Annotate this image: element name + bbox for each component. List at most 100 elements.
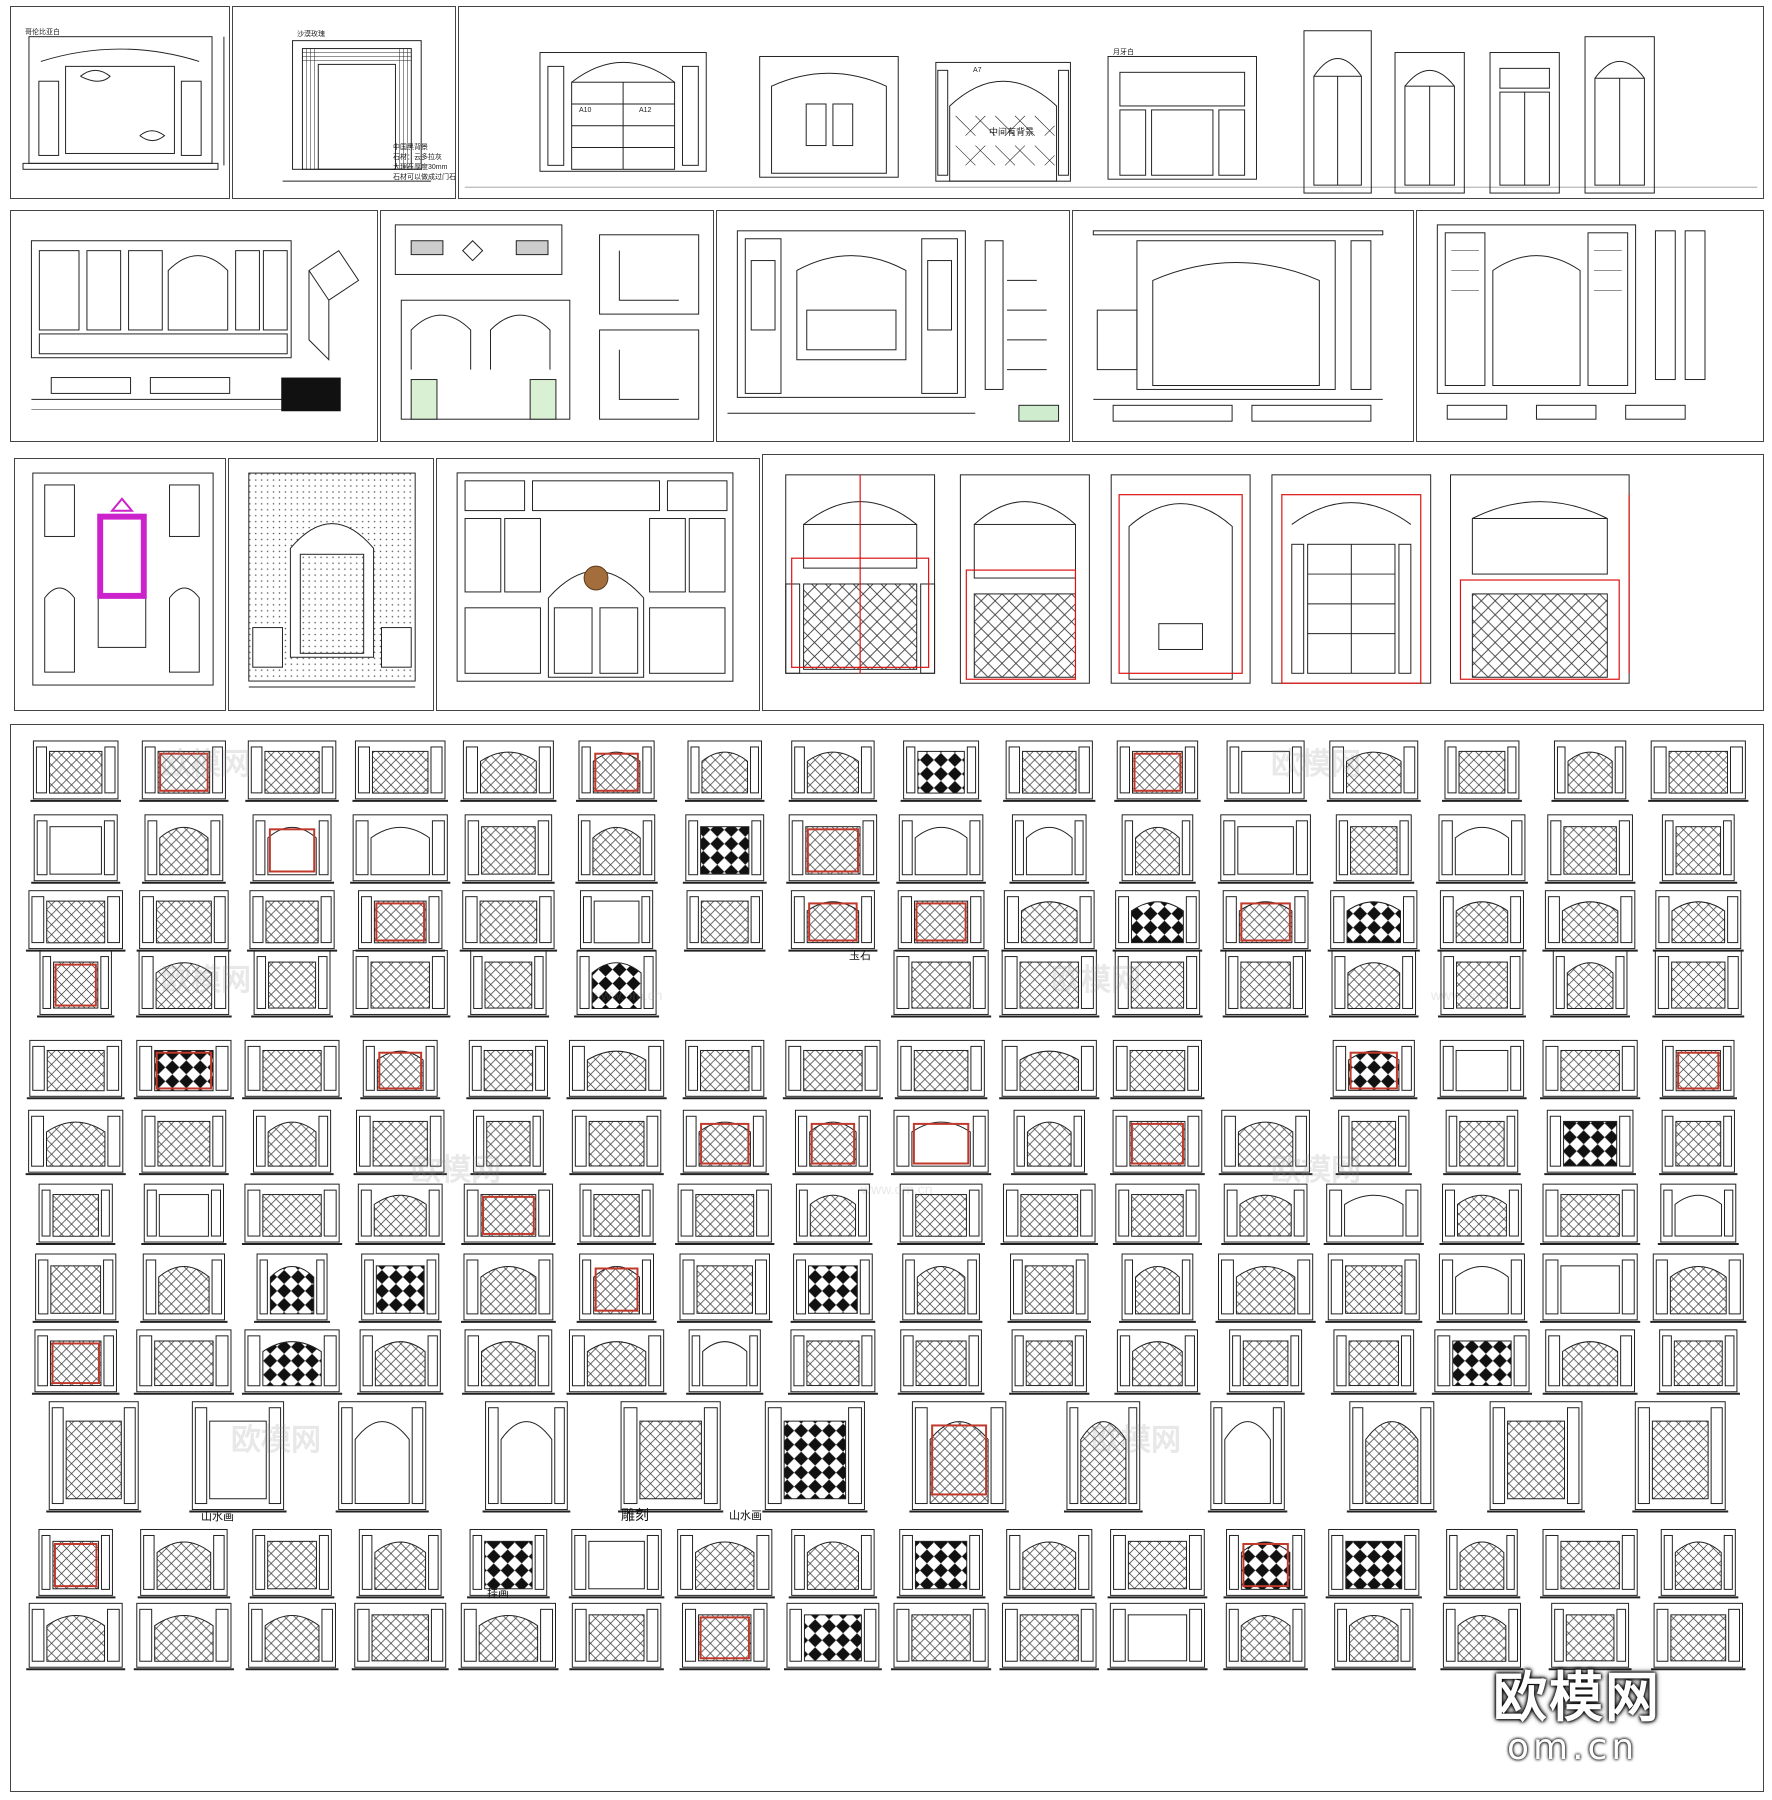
wall-thumbnail xyxy=(895,890,987,952)
wall-thumbnail xyxy=(352,740,448,802)
wall-drawing xyxy=(248,472,416,688)
grid-label: 雕刻 xyxy=(621,1508,649,1524)
wall-thumbnail xyxy=(355,890,445,952)
wall-thumbnail xyxy=(1114,1329,1201,1395)
wall-thumbnail xyxy=(241,1329,343,1395)
watermark-text: 欧模网 xyxy=(1091,1424,1181,1457)
elevation-panel-3: A10 A12 A7 中间有背景 月牙白 xyxy=(458,6,1764,199)
wall-thumbnail xyxy=(1652,950,1745,1018)
wall-thumbnail xyxy=(1327,890,1420,952)
wall-panel-doors xyxy=(436,458,760,711)
wall-thumbnail xyxy=(1220,890,1311,952)
wall-thumbnail xyxy=(1009,1329,1090,1395)
logo-name: 欧模网 xyxy=(1493,1666,1661,1729)
wall-thumbnail xyxy=(1112,950,1203,1018)
wall-thumbnail xyxy=(569,1602,664,1671)
wall-thumbnail xyxy=(46,1401,142,1513)
wall-thumbnail xyxy=(249,1528,335,1599)
wall-thumbnail xyxy=(1540,1039,1641,1100)
wall-thumbnail xyxy=(37,950,115,1018)
wall-thumbnail xyxy=(1007,1253,1091,1323)
wall-thumbnail xyxy=(682,814,767,884)
wall-thumbnail xyxy=(566,1329,667,1395)
wall-thumbnail xyxy=(1003,1528,1095,1599)
wall-thumbnail xyxy=(1658,1528,1739,1599)
wall-thumbnail xyxy=(909,1401,1009,1513)
wall-thumbnail xyxy=(1110,1109,1205,1176)
wall-thumbnail xyxy=(1542,1329,1638,1395)
wall-thumbnail xyxy=(577,890,656,952)
wall-thumbnail xyxy=(680,1109,770,1176)
grid-label: 挂画 xyxy=(487,1587,509,1600)
wall-thumbnail xyxy=(1063,1401,1143,1513)
wall-thumbnail xyxy=(899,1253,983,1323)
wall-thumbnail xyxy=(897,1183,985,1246)
wall-thumbnail xyxy=(1540,1253,1641,1323)
wall-drawing xyxy=(32,472,214,686)
wall-thumbnail xyxy=(1542,890,1638,952)
wall-thumbnail xyxy=(1323,1183,1424,1246)
wall-thumbnail xyxy=(674,1528,775,1599)
wall-thumbnail xyxy=(1207,1401,1288,1513)
watermark-text: 欧模网 xyxy=(1051,964,1141,997)
wall-thumbnail xyxy=(1657,1183,1739,1246)
wall-thumbnail xyxy=(30,740,121,802)
wall-thumbnail xyxy=(460,1253,556,1323)
note-line: 石材可以做成过门石 xyxy=(393,174,456,181)
wall-thumbnail xyxy=(1548,1602,1632,1671)
wall-thumbnail xyxy=(1222,950,1309,1018)
wall-thumbnail xyxy=(786,814,880,884)
wall-thumbnail xyxy=(1330,1039,1418,1100)
wall-thumbnail xyxy=(36,1183,116,1246)
wall-thumbnail xyxy=(1003,740,1096,802)
wall-thumbnail xyxy=(679,1602,770,1671)
wall-thumbnail xyxy=(357,1329,444,1395)
wall-thumbnail xyxy=(462,814,555,884)
wall-thumbnail xyxy=(792,1109,874,1176)
wall-thumbnail xyxy=(1119,814,1196,884)
wall-thumbnail xyxy=(467,1528,550,1599)
wall-thumbnail xyxy=(355,1183,446,1246)
note-line: 中国黑背景 xyxy=(393,144,428,151)
wall-thumbnail xyxy=(1112,890,1203,952)
wall-thumbnail xyxy=(896,1528,986,1599)
wall-thumbnail xyxy=(788,740,878,802)
grid-label: 山水画 xyxy=(201,1510,234,1523)
wall-thumbnail xyxy=(246,890,338,952)
wall-thumbnail xyxy=(1648,740,1749,802)
wall-thumbnail xyxy=(790,1253,876,1323)
wall-thumbnail xyxy=(133,1329,234,1395)
grid-label: 山水画 xyxy=(729,1509,762,1522)
wall-thumbnail xyxy=(1110,1039,1205,1100)
wall-thumbnail xyxy=(890,950,992,1018)
wall-thumbnail xyxy=(1325,1253,1423,1323)
wall-thumbnail xyxy=(139,1109,229,1176)
wall-thumbnail xyxy=(999,1039,1100,1100)
wall-thumbnail xyxy=(141,814,226,884)
wall-thumbnail xyxy=(1223,1528,1308,1599)
wall-thumbnail xyxy=(1651,1602,1746,1671)
panel-title: 哥伦比亚白 xyxy=(25,29,60,36)
elevation-drawing xyxy=(22,36,225,170)
detail-drawing xyxy=(727,230,1060,422)
detail-panel-2 xyxy=(380,210,714,442)
wall-thumbnail xyxy=(1441,740,1522,802)
center-text: 中间有背景 xyxy=(989,127,1035,137)
wall-thumbnail xyxy=(1325,1528,1422,1599)
wall-thumbnail xyxy=(245,1602,339,1671)
wall-thumbnail xyxy=(1659,1039,1737,1100)
watermark-text: 欧模网 xyxy=(1271,1154,1361,1187)
wall-thumbnail xyxy=(470,1109,547,1176)
wall-thumbnail xyxy=(1224,740,1308,802)
wall-thumbnail xyxy=(1659,1109,1738,1176)
wall-thumbnail xyxy=(137,1528,231,1599)
wall-thumbnail xyxy=(576,740,658,802)
wall-thumbnail xyxy=(467,950,550,1018)
detail-panel-5 xyxy=(1416,210,1764,442)
wall-thumbnail xyxy=(458,1602,559,1671)
wall-thumbnail xyxy=(1656,1329,1740,1395)
wall-thumbnail xyxy=(896,814,986,884)
wall-thumbnail xyxy=(1437,890,1527,952)
wall-thumbnail xyxy=(1331,1602,1416,1671)
thumbnail-grid xyxy=(25,740,1749,1671)
